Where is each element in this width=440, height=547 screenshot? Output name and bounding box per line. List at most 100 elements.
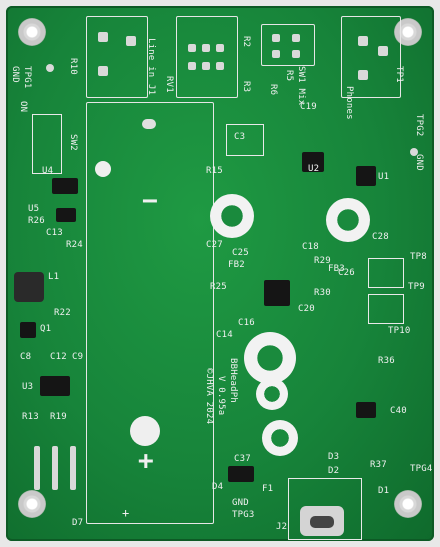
u4-ic [52, 178, 78, 194]
c26-label: C26 [338, 268, 355, 278]
header-pin [34, 446, 40, 490]
r22-label: R22 [54, 308, 71, 318]
tpg3-label: TPG3 [232, 510, 255, 520]
gnd-label-top-left: GND [10, 66, 20, 83]
header-pin [70, 446, 76, 490]
line-in-label: Line in [146, 38, 156, 78]
mounting-hole-top-left [18, 18, 46, 46]
c25-label: C25 [232, 248, 249, 258]
pcb-board: − + Line in J1 RV1 R2 R3 SW1 Mix R5 R6 P… [6, 6, 434, 541]
d2-label: D2 [328, 466, 340, 476]
phones-label: Phones [344, 86, 354, 120]
jack-pad [126, 36, 136, 46]
mounting-hole-bottom-left [18, 490, 46, 518]
c19-label: C19 [300, 102, 317, 112]
header-pin [52, 446, 58, 490]
q1-transistor [20, 322, 36, 338]
r6-label: R6 [268, 84, 278, 96]
r3-label: R3 [241, 81, 251, 93]
r25-label: R25 [210, 282, 227, 292]
tpg4-label: TPG4 [410, 464, 433, 474]
c12-label: C12 [50, 352, 67, 362]
c37-label: C37 [234, 454, 251, 464]
board-name: BBHeadPh [228, 358, 238, 403]
board-copyright: ©JHVA 2024 [204, 368, 214, 425]
rv1-pad [202, 62, 210, 70]
battery-minus-pad [142, 119, 156, 129]
c30-outline [368, 294, 404, 324]
tpg1-label: TPG1 [22, 66, 32, 89]
fb3-label: FB3 [328, 264, 345, 274]
battery-plus-label: + [138, 446, 154, 476]
r15-label: R15 [206, 166, 223, 176]
sw1-pad [272, 50, 280, 58]
gnd-label-right: GND [414, 154, 424, 171]
rv1-pad [202, 44, 210, 52]
battery-hole-1 [95, 161, 111, 177]
battery-holder-outline [86, 102, 214, 524]
capacitor-c15 [256, 378, 288, 410]
battery-minus-label: − [142, 186, 158, 216]
rv1-label: RV1 [164, 76, 174, 93]
r29-label: R29 [314, 256, 331, 266]
phones-jack-outline [341, 16, 401, 98]
phones-pad [378, 46, 388, 56]
f1-label: F1 [262, 484, 274, 494]
r5-label: R5 [284, 70, 294, 82]
c13-label: C13 [46, 228, 63, 238]
r24-label: R24 [66, 240, 83, 250]
tp1-label: TP1 [394, 66, 404, 83]
c3-outline [226, 124, 264, 156]
u3-label: U3 [22, 382, 34, 392]
c3-label: C3 [234, 132, 246, 142]
u5-label: U5 [28, 204, 40, 214]
sw1-outline [261, 24, 315, 66]
c9-label: C9 [72, 352, 84, 362]
d4-label: D4 [212, 482, 224, 492]
rv1-pad [216, 62, 224, 70]
c32-outline [368, 258, 404, 288]
line-in-jack-outline [86, 16, 148, 98]
u3-ic [40, 376, 70, 396]
r36-label: R36 [378, 356, 395, 366]
c14-label: C14 [216, 330, 233, 340]
rv1-outline [176, 16, 238, 98]
tp9-label: TP9 [408, 282, 425, 292]
c27-label: C27 [206, 240, 223, 250]
sw1-pad [292, 34, 300, 42]
plus-small-label: + [122, 506, 130, 520]
capacitor-c28 [326, 198, 370, 242]
r30-label: R30 [314, 288, 331, 298]
d4-diode [228, 466, 254, 482]
sw2-label: SW2 [68, 134, 78, 151]
on-label: ON [18, 101, 28, 113]
sw1-pad [272, 34, 280, 42]
rv1-pad [188, 62, 196, 70]
battery-hole-2 [130, 416, 160, 446]
c18-label: C18 [302, 242, 319, 252]
tpg2-pad [410, 148, 418, 156]
capacitor-c27 [210, 194, 254, 238]
sw2-outline [32, 114, 62, 174]
u2-ic [302, 152, 324, 172]
capacitor-c37 [262, 420, 298, 456]
j1-label: J1 [146, 84, 156, 96]
tpg1-pad [46, 64, 54, 72]
r2-label: R2 [241, 36, 251, 48]
usb-c-opening [310, 516, 334, 528]
jack-pad [98, 66, 108, 76]
r26-label: R26 [28, 216, 45, 226]
q1-label: Q1 [40, 324, 52, 334]
mounting-hole-top-right [394, 18, 422, 46]
d1-label: D1 [378, 486, 390, 496]
phones-pad [358, 36, 368, 46]
r19-label: R19 [50, 412, 67, 422]
c20-label: C20 [298, 304, 315, 314]
c16-label: C16 [238, 318, 255, 328]
fb2-label: FB2 [228, 260, 245, 270]
phones-pad [358, 70, 368, 80]
l1-label: L1 [48, 272, 60, 282]
board-version: V 0.95a [216, 376, 226, 416]
d3-label: D3 [328, 452, 340, 462]
mounting-hole-bottom-right [394, 490, 422, 518]
